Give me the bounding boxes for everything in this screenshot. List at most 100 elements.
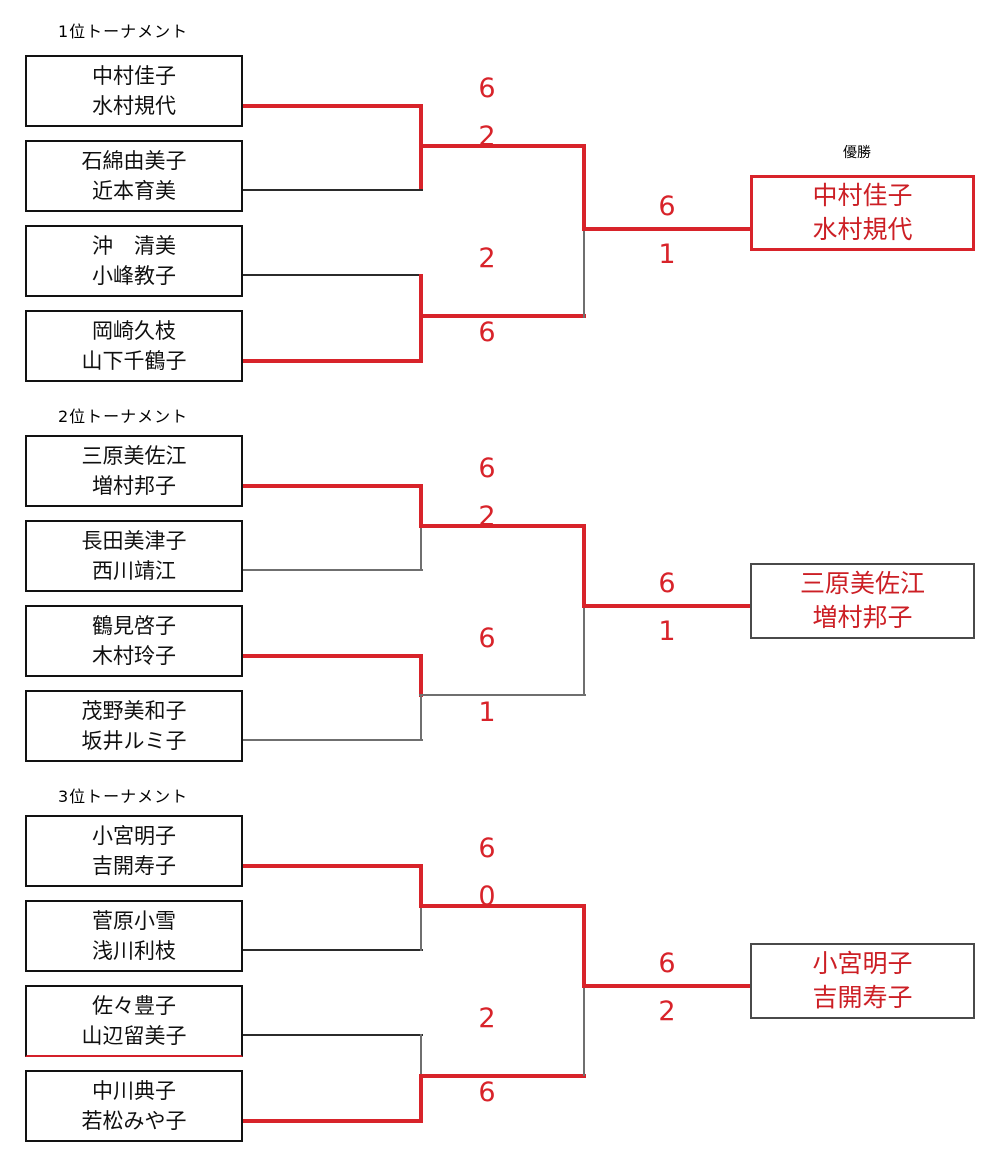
winner-name-line2: 水村規代 xyxy=(812,215,913,244)
score-final-bottom: 1 xyxy=(658,239,676,270)
bracket-connector-sf1 xyxy=(419,864,423,907)
score-sf1-bottom: 0 xyxy=(478,881,496,912)
winner-box: 三原美佐江 増村邦子 xyxy=(750,563,975,639)
score-final-bottom: 1 xyxy=(658,616,676,647)
score-sf2-bottom: 6 xyxy=(478,317,496,348)
bracket-line-final-top xyxy=(419,904,586,908)
score-sf2-top: 6 xyxy=(478,623,496,654)
team-name-line1: 菅原小雪 xyxy=(92,909,176,933)
bracket-line-sf1-top xyxy=(243,484,423,488)
bracket-connector-sf1-lower xyxy=(420,905,422,951)
team-name-line2: 山辺留美子 xyxy=(81,1024,187,1048)
team-box: 菅原小雪 浅川利枝 xyxy=(25,900,243,972)
team-box: 中川典子 若松みや子 xyxy=(25,1070,243,1142)
tournament-section-2: 2位トーナメント 三原美佐江 増村邦子 長田美津子 西川靖江 鶴見啓子 木村玲子… xyxy=(0,385,1000,775)
tournament-title-1: 1位トーナメント xyxy=(58,22,189,41)
score-final-top: 6 xyxy=(658,568,676,599)
winner-name-line2: 吉開寿子 xyxy=(812,983,913,1012)
bracket-connector-sf1-lower xyxy=(420,525,422,571)
bracket-line-final-bottom xyxy=(419,694,586,696)
bracket-connector-sf2 xyxy=(419,274,423,363)
team-box: 石綿由美子 近本育美 xyxy=(25,140,243,212)
bracket-connector-sf2-upper xyxy=(420,1034,422,1079)
tournament-title-3: 3位トーナメント xyxy=(58,787,189,806)
bracket-connector-sf2-lower xyxy=(420,695,422,741)
bracket-line-sf1-top xyxy=(243,864,423,868)
bracket-connector-final-lower xyxy=(583,229,585,318)
tournament-title-2: 2位トーナメント xyxy=(58,407,189,426)
team-name-line2: 増村邦子 xyxy=(92,474,176,498)
bracket-line-final-top xyxy=(419,524,586,528)
bracket-connector-final-lower xyxy=(583,606,585,696)
score-sf1-bottom: 2 xyxy=(478,121,496,152)
winner-name-line1: 中村佳子 xyxy=(812,181,913,210)
bracket-connector-final xyxy=(582,904,586,988)
bracket-connector-final xyxy=(582,144,586,231)
team-name-line2: 山下千鶴子 xyxy=(81,349,187,373)
team-box: 鶴見啓子 木村玲子 xyxy=(25,605,243,677)
score-sf1-top: 6 xyxy=(478,833,496,864)
bracket-connector-final xyxy=(582,524,586,608)
bracket-line-sf1-bottom xyxy=(243,949,423,951)
team-name-line1: 中村佳子 xyxy=(92,64,176,88)
team-name-line2: 西川靖江 xyxy=(92,559,176,583)
team-name-line2: 浅川利枝 xyxy=(92,939,176,963)
score-final-top: 6 xyxy=(658,948,676,979)
winner-box: 中村佳子 水村規代 xyxy=(750,175,975,251)
bracket-line-to-winner xyxy=(582,984,752,988)
team-name-line1: 石綿由美子 xyxy=(81,149,187,173)
bracket-connector-sf2 xyxy=(419,1075,423,1121)
team-box: 佐々豊子 山辺留美子 xyxy=(25,985,243,1057)
bracket-line-sf2-bottom xyxy=(243,739,423,741)
tournament-section-3: 3位トーナメント 小宮明子 吉開寿子 菅原小雪 浅川利枝 佐々豊子 山辺留美子 … xyxy=(0,765,1000,1165)
bracket-line-sf2-top xyxy=(243,274,423,276)
team-name-line2: 吉開寿子 xyxy=(92,854,176,878)
bracket-line-to-winner xyxy=(582,227,752,231)
team-box: 三原美佐江 増村邦子 xyxy=(25,435,243,507)
team-name-line2: 近本育美 xyxy=(92,179,176,203)
team-name-line1: 中川典子 xyxy=(92,1079,176,1103)
winner-name-line1: 小宮明子 xyxy=(812,949,913,978)
team-box: 小宮明子 吉開寿子 xyxy=(25,815,243,887)
team-name-line2: 小峰教子 xyxy=(92,264,176,288)
team-box: 岡崎久枝 山下千鶴子 xyxy=(25,310,243,382)
score-sf1-top: 6 xyxy=(478,453,496,484)
bracket-connector-sf1 xyxy=(419,484,423,527)
team-name-line1: 茂野美和子 xyxy=(81,699,187,723)
winner-name-line1: 三原美佐江 xyxy=(799,569,925,598)
team-name-line2: 木村玲子 xyxy=(92,644,176,668)
bracket-line-sf2-top xyxy=(243,1034,423,1036)
score-sf2-bottom: 1 xyxy=(478,697,496,728)
bracket-line-sf1-bottom xyxy=(243,569,423,571)
bracket-line-sf1-top xyxy=(243,104,423,108)
team-name-line1: 佐々豊子 xyxy=(92,994,176,1018)
champion-label: 優勝 xyxy=(843,145,871,161)
team-box: 長田美津子 西川靖江 xyxy=(25,520,243,592)
team-name-line1: 長田美津子 xyxy=(81,529,187,553)
bracket-line-final-top xyxy=(419,144,586,148)
bracket-connector-final-lower xyxy=(583,986,585,1076)
bracket-line-sf1-bottom xyxy=(243,189,423,191)
bracket-line-final-bottom xyxy=(419,1074,586,1078)
team-box: 中村佳子 水村規代 xyxy=(25,55,243,127)
bracket-line-final-bottom xyxy=(419,314,586,318)
score-final-top: 6 xyxy=(658,191,676,222)
winner-name-line2: 増村邦子 xyxy=(812,603,913,632)
score-sf2-top: 2 xyxy=(478,243,496,274)
team-name-line2: 水村規代 xyxy=(92,94,176,118)
bracket-connector-sf2 xyxy=(419,654,423,697)
team-name-line1: 鶴見啓子 xyxy=(92,614,176,638)
team-name-line1: 岡崎久枝 xyxy=(92,319,176,343)
team-name-line2: 坂井ルミ子 xyxy=(81,729,187,753)
winner-box: 小宮明子 吉開寿子 xyxy=(750,943,975,1019)
team-box: 沖 清美 小峰教子 xyxy=(25,225,243,297)
team-name-line1: 三原美佐江 xyxy=(81,444,187,468)
tournament-section-1: 1位トーナメント 中村佳子 水村規代 石綿由美子 近本育美 沖 清美 小峰教子 … xyxy=(0,0,1000,390)
score-sf2-top: 2 xyxy=(478,1003,496,1034)
bracket-line-to-winner xyxy=(582,604,752,608)
team-name-line1: 沖 清美 xyxy=(92,234,176,258)
score-sf2-bottom: 6 xyxy=(478,1077,496,1108)
team-box: 茂野美和子 坂井ルミ子 xyxy=(25,690,243,762)
score-sf1-top: 6 xyxy=(478,73,496,104)
